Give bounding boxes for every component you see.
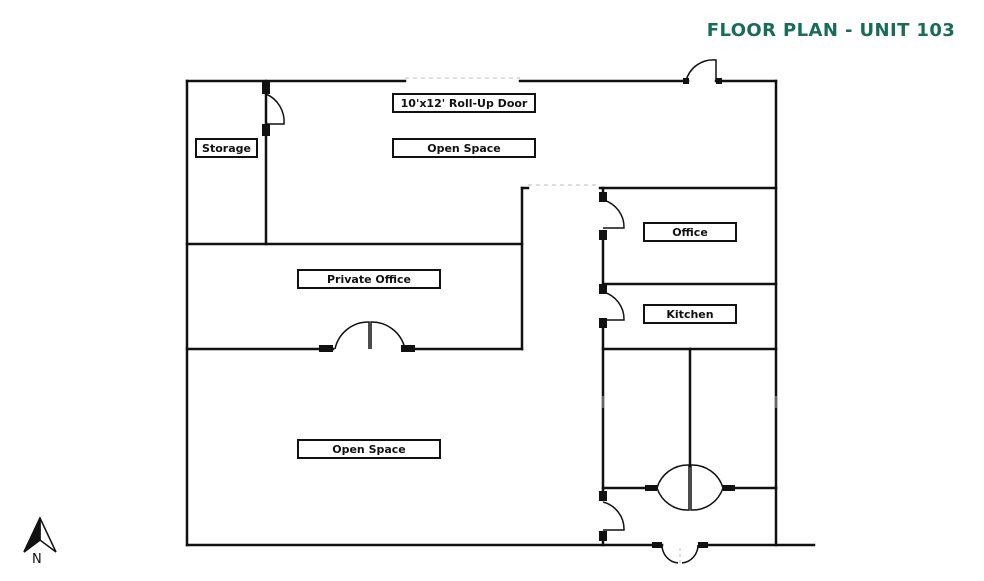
entry-door-jamb-left [652, 542, 662, 548]
storage-door-jamb-top [262, 82, 270, 94]
kitchen-door-swing [602, 291, 625, 321]
entry-door-swing [661, 544, 679, 564]
kitchen-label: Kitchen [643, 304, 737, 324]
kitchen-door-jamb-bottom [599, 318, 607, 328]
office-label: Office [643, 222, 737, 242]
roll-up-door-label: 10'x12' Roll-Up Door [392, 93, 536, 113]
private-door-jamb-right [401, 345, 415, 352]
open-space-bottom-label: Open Space [297, 439, 441, 459]
page-title: FLOOR PLAN - UNIT 103 [706, 20, 956, 41]
storage-door-jamb-bottom [262, 124, 270, 136]
top-door-swing [685, 59, 717, 82]
office-door-jamb-bottom [599, 230, 607, 240]
storage-label: Storage [195, 138, 258, 158]
north-arrow-icon [23, 516, 57, 553]
private-office-door-swing [334, 321, 370, 350]
top-door-jamb-right [716, 78, 722, 84]
north-label: N [32, 552, 42, 567]
restroom-door-jamb-right [723, 485, 735, 491]
private-door-jamb-left [319, 345, 333, 352]
kitchen-door-jamb-top [599, 284, 607, 294]
entry-door-jamb-right [698, 542, 708, 548]
corridor-door-swing [602, 501, 625, 531]
open-space-top-label: Open Space [392, 138, 536, 158]
restroom-door-jamb-left [645, 485, 657, 491]
office-door-swing [602, 199, 625, 229]
corridor-door-jamb-top [599, 491, 607, 501]
private-office-label: Private Office [297, 269, 441, 289]
corridor-door-jamb-bottom [599, 531, 607, 541]
restroom-door-swing [656, 464, 690, 489]
office-door-jamb-top [599, 192, 607, 202]
